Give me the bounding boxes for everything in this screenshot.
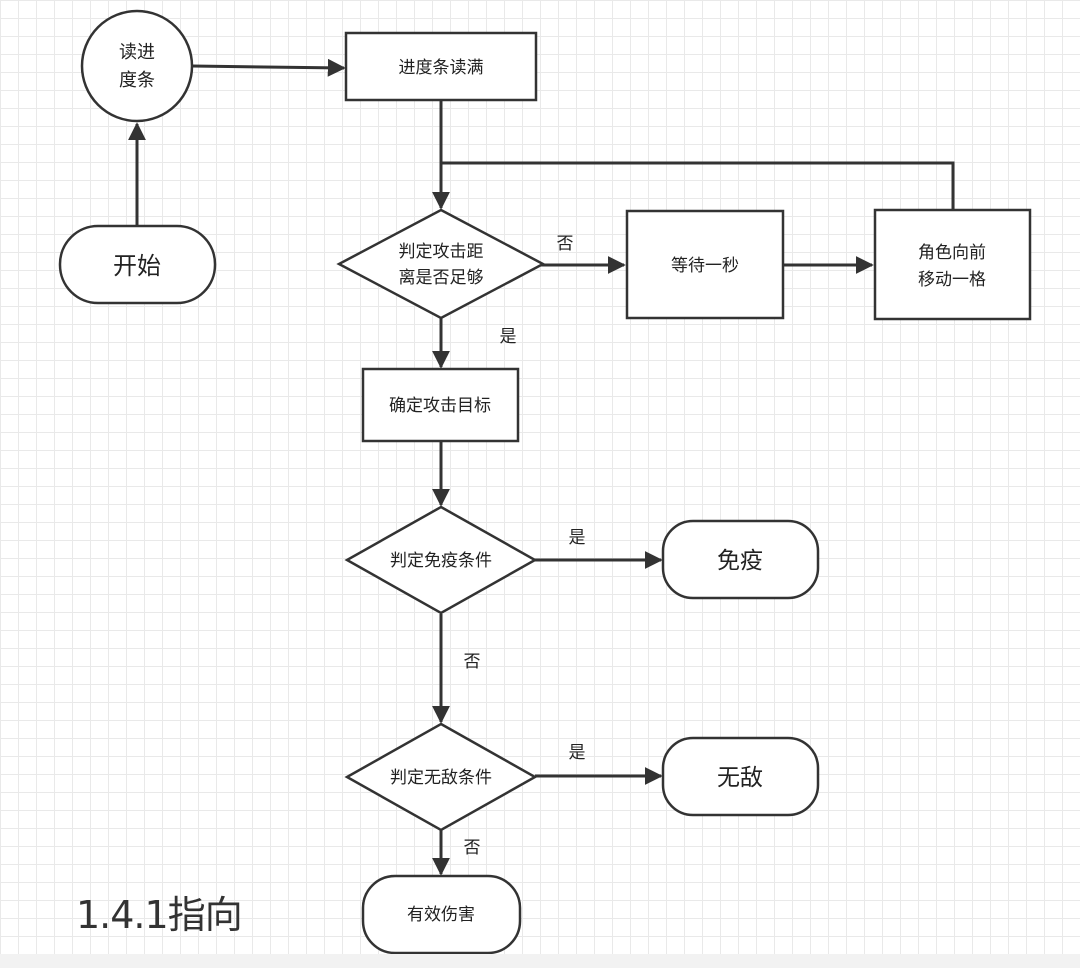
node-bar-full-label: 进度条读满 xyxy=(399,58,484,78)
node-wait-label: 等待一秒 xyxy=(671,256,739,276)
bottom-bar xyxy=(0,954,1080,968)
node-start-label: 开始 xyxy=(113,252,161,280)
node-bar-full: 进度条读满 xyxy=(344,31,538,102)
label-invincible-yes: 是 xyxy=(569,743,586,763)
node-immune: 免疫 xyxy=(661,519,820,600)
node-pick-target-label: 确定攻击目标 xyxy=(389,396,491,416)
node-check-range: 判定攻击距 离是否足够 xyxy=(336,208,546,320)
label-range-yes: 是 xyxy=(500,327,517,347)
edges xyxy=(128,58,955,876)
node-load-bar: 读进 度条 xyxy=(80,9,194,123)
node-start: 开始 xyxy=(58,224,217,305)
node-move-label-2: 移动一格 xyxy=(918,270,986,290)
node-pick-target: 确定攻击目标 xyxy=(361,367,520,443)
node-immune-label: 免疫 xyxy=(717,548,763,574)
label-immune-yes: 是 xyxy=(569,528,586,548)
edge-move-loop-back xyxy=(441,161,955,210)
node-invincible: 无敌 xyxy=(661,736,820,817)
node-check-range-label-2: 离是否足够 xyxy=(399,268,484,288)
node-damage: 有效伤害 xyxy=(361,874,522,955)
label-immune-no: 否 xyxy=(464,652,481,672)
node-load-bar-label-1: 读进 xyxy=(119,42,155,63)
node-invincible-label: 无敌 xyxy=(717,765,763,791)
node-check-invincible-label: 判定无敌条件 xyxy=(390,768,492,788)
node-check-invincible: 判定无敌条件 xyxy=(344,722,538,832)
node-wait: 等待一秒 xyxy=(625,209,785,320)
node-check-range-label-1: 判定攻击距 xyxy=(399,242,484,262)
figure-caption: 1.4.1指向 xyxy=(76,893,243,937)
node-check-immune-label: 判定免疫条件 xyxy=(390,551,492,571)
node-check-immune: 判定免疫条件 xyxy=(344,505,538,615)
node-load-bar-label-2: 度条 xyxy=(119,70,155,91)
node-move: 角色向前 移动一格 xyxy=(873,208,1032,321)
node-damage-label: 有效伤害 xyxy=(407,905,475,925)
node-move-label-1: 角色向前 xyxy=(918,243,986,263)
label-range-no: 否 xyxy=(557,234,574,254)
label-invincible-no: 否 xyxy=(464,838,481,858)
edge-load-to-full xyxy=(191,58,346,77)
